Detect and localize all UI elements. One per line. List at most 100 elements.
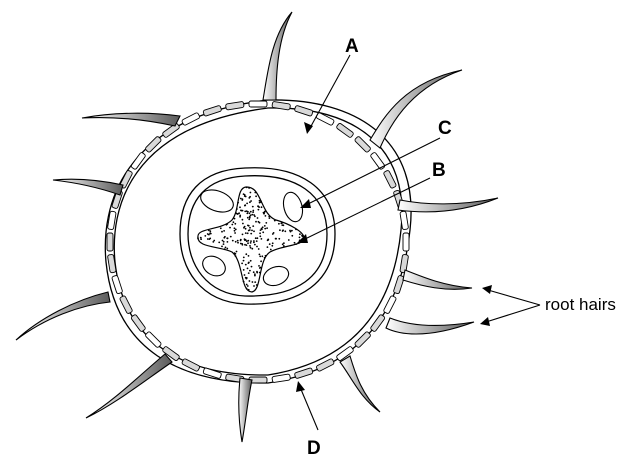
xylem-dot (237, 242, 239, 244)
epidermal-cell (112, 275, 123, 294)
xylem-dot (284, 230, 286, 232)
xylem-dot (246, 284, 248, 286)
xylem-dot (294, 242, 296, 244)
xylem-dot (221, 246, 223, 248)
epidermal-cell (131, 152, 146, 170)
xylem-dot (220, 227, 222, 229)
xylem-dot (247, 242, 249, 244)
xylem-dot (259, 272, 261, 274)
xylem-dot (253, 214, 255, 216)
xylem-dot (233, 221, 235, 223)
xylem-dot (250, 260, 252, 262)
xylem-dot (236, 208, 238, 210)
xylem-dot (209, 230, 211, 232)
xylem-dot (212, 241, 214, 243)
xylem-dot (237, 213, 239, 215)
xylem-dot (227, 241, 229, 243)
xylem-dot (241, 210, 243, 212)
xylem-dot (274, 220, 276, 222)
xylem-dot (246, 210, 248, 212)
xylem-dot (281, 224, 283, 226)
xylem-dot (249, 216, 251, 218)
epidermal-cell (225, 101, 244, 110)
root-hair (16, 292, 110, 340)
xylem-dot (283, 242, 285, 244)
xylem-dot (249, 280, 251, 282)
xylem-dot (265, 215, 267, 217)
xylem-dot (221, 231, 223, 233)
epidermal-cell (181, 112, 200, 126)
xylem-dot (222, 240, 224, 242)
xylem-dot (253, 230, 255, 232)
xylem-dot (257, 237, 259, 239)
xylem-dot (235, 241, 237, 243)
xylem-dot (246, 277, 248, 279)
root-hair (386, 318, 474, 334)
root-hair (340, 356, 380, 412)
xylem-dot (243, 281, 245, 283)
xylem-dot (299, 237, 301, 239)
xylem-dot (245, 264, 247, 266)
xylem-dot (260, 260, 262, 262)
xylem-dot (291, 235, 293, 237)
xylem-dot (266, 227, 268, 229)
xylem-dot (223, 230, 225, 232)
xylem-dot (271, 245, 273, 247)
xylem-dot (226, 223, 228, 225)
xylem-dot (259, 256, 261, 258)
epidermal-cell (370, 152, 385, 170)
xylem-dot (270, 249, 272, 251)
root-hair (53, 179, 123, 195)
xylem-dot (254, 192, 256, 194)
epidermal-cell (336, 123, 354, 138)
label-c: C (438, 118, 452, 139)
xylem-dot (234, 230, 236, 232)
epidermal-cell (354, 136, 371, 153)
xylem-dot (253, 285, 255, 287)
xylem-dot (200, 238, 202, 240)
xylem-dot (258, 209, 260, 211)
xylem-dot (267, 239, 269, 241)
epidermal-cell (107, 233, 113, 251)
xylem-dot (278, 223, 280, 225)
xylem-dot (252, 210, 254, 212)
xylem-dot (251, 266, 253, 268)
epidermal-cell (383, 170, 397, 189)
xylem-dot (247, 217, 249, 219)
xylem-dot (295, 229, 297, 231)
xylem-dot (273, 232, 275, 234)
xylem-dot (218, 242, 220, 244)
xylem-dot (244, 195, 246, 197)
xylem-dot (259, 232, 261, 234)
epidermal-cell (272, 101, 291, 110)
xylem-dot (243, 193, 245, 195)
xylem-dot (252, 206, 254, 208)
xylem-dot (259, 200, 261, 202)
xylem-dot (257, 217, 259, 219)
xylem-dot (252, 211, 254, 213)
xylem-dot (255, 221, 257, 223)
xylem-dot (250, 192, 252, 194)
xylem-dot (264, 211, 266, 213)
xylem-dot (295, 243, 297, 245)
xylem-dot (240, 239, 242, 241)
xylem-dot (257, 206, 259, 208)
xylem-dot (208, 229, 210, 231)
xylem-dot (278, 238, 280, 240)
xylem-dot (246, 288, 248, 290)
xylem-dot (241, 263, 243, 265)
epidermal-cell (393, 275, 404, 294)
xylem-dot (209, 238, 211, 240)
xylem-dot (254, 275, 256, 277)
xylem-dot (250, 233, 252, 235)
xylem-dot (264, 257, 266, 259)
xylem-dot (259, 254, 261, 256)
label-a: A (345, 36, 359, 57)
xylem-dot (258, 221, 260, 223)
xylem-dot (251, 230, 253, 232)
xylem-dot (249, 245, 251, 247)
xylem-dot (269, 243, 271, 245)
xylem-dot (265, 222, 267, 224)
xylem-dot (251, 248, 253, 250)
xylem-dot (235, 253, 237, 255)
